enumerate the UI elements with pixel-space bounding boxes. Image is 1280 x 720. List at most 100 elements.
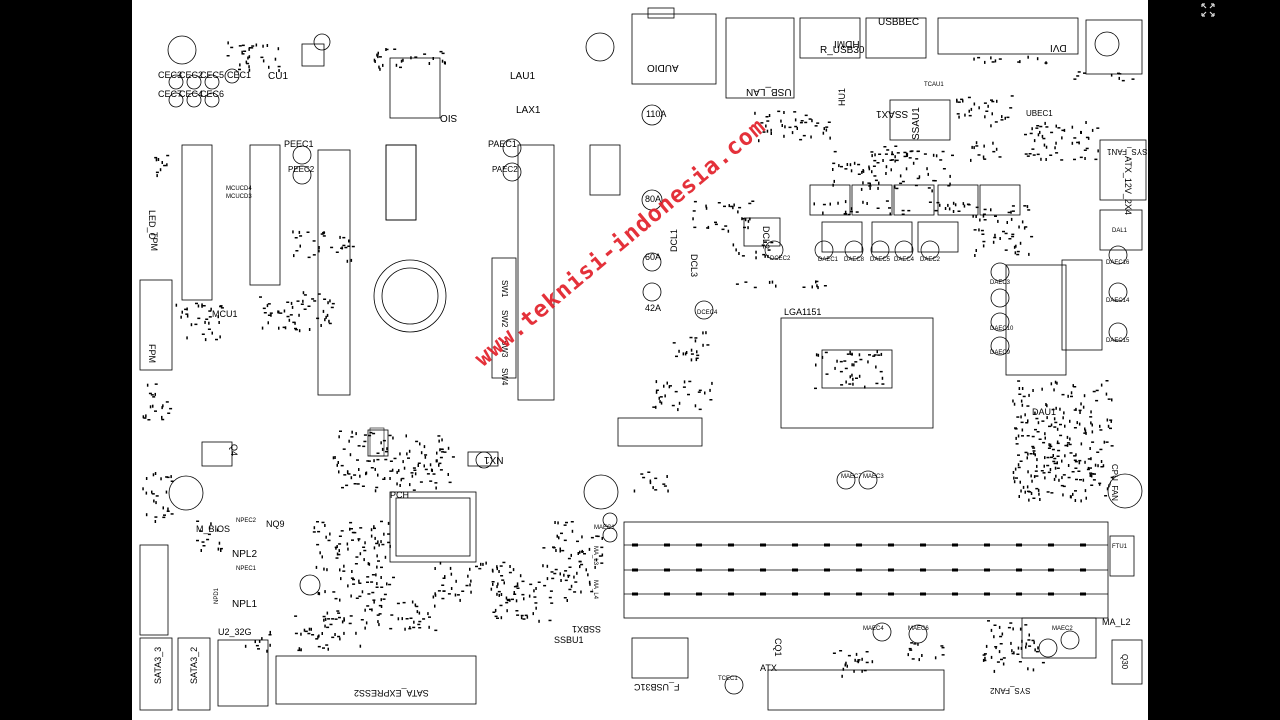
smd-pad	[455, 579, 457, 583]
smd-pad	[851, 373, 853, 377]
smd-pad	[269, 630, 271, 634]
smd-pad	[1004, 232, 1008, 235]
smd-pad	[441, 451, 445, 453]
smd-pad	[202, 305, 206, 307]
smd-pad	[962, 202, 965, 206]
label-110a: 110A	[646, 109, 667, 119]
smd-pad	[1080, 499, 1082, 503]
smd-pad	[409, 617, 413, 619]
smd-pad	[840, 165, 843, 168]
label-paec2: PAEC2	[492, 165, 518, 174]
smd-pad	[1037, 646, 1039, 650]
smd-pad	[1092, 479, 1096, 481]
smd-pad	[248, 47, 250, 51]
smd-pad	[1031, 148, 1035, 150]
smd-pad	[220, 549, 222, 552]
smd-pad	[975, 215, 977, 218]
smd-pad	[470, 590, 472, 594]
dimm-pin	[1080, 592, 1086, 596]
smd-pad	[678, 349, 680, 353]
smd-pad	[1034, 411, 1036, 415]
smd-pad	[1012, 399, 1014, 403]
smd-pad	[267, 314, 271, 316]
smd-pad	[869, 182, 871, 186]
dimm-pin	[1016, 568, 1022, 572]
label-cq1: CQ1	[773, 638, 783, 657]
smd-pad	[1046, 416, 1048, 420]
smd-pad	[775, 284, 777, 288]
smd-pad	[1036, 125, 1040, 127]
smd-pad	[266, 44, 269, 47]
smd-pad	[1070, 395, 1073, 398]
smd-pad	[353, 474, 357, 476]
smd-pad	[248, 68, 251, 72]
smd-pad	[767, 249, 771, 251]
smd-pad	[696, 350, 698, 354]
smd-pad	[1041, 387, 1043, 391]
smd-pad	[330, 246, 334, 249]
dimm-pin	[856, 592, 862, 596]
smd-pad	[987, 620, 990, 622]
smd-pad	[1027, 55, 1029, 59]
smd-pad	[441, 438, 443, 442]
smd-pad	[294, 328, 298, 331]
smd-pad	[331, 636, 335, 639]
smd-pad	[933, 180, 937, 182]
smd-pad	[312, 254, 316, 256]
smd-pad	[246, 62, 250, 65]
smd-pad	[804, 114, 808, 117]
smd-pad	[393, 48, 397, 50]
smd-pad	[542, 547, 546, 549]
smd-pad	[400, 478, 402, 482]
smd-pad	[402, 460, 404, 464]
smd-pad	[386, 582, 388, 586]
smd-pad	[439, 448, 441, 452]
smd-pad	[870, 151, 874, 153]
smd-pad	[266, 649, 268, 653]
smd-pad	[838, 164, 840, 168]
smd-pad	[585, 568, 587, 572]
smd-pad	[238, 45, 242, 47]
smd-pad	[200, 549, 202, 552]
smd-pad	[963, 204, 966, 208]
smd-pad	[1082, 405, 1085, 409]
smd-pad	[655, 380, 658, 384]
smd-pad	[743, 226, 746, 229]
smd-pad	[323, 618, 325, 622]
smd-pad	[1067, 394, 1069, 398]
smd-pad	[361, 590, 364, 594]
smd-pad	[567, 574, 571, 577]
dimm-pin	[792, 543, 798, 547]
smd-pad	[241, 50, 243, 54]
smd-pad	[345, 484, 349, 487]
smd-pad	[360, 619, 364, 621]
smd-pad	[437, 590, 441, 592]
expand-arrows-icon[interactable]	[1200, 2, 1216, 18]
smd-pad	[506, 609, 508, 613]
smd-pad	[335, 251, 339, 253]
smd-pad	[660, 401, 663, 405]
smd-pad	[822, 211, 824, 215]
smd-pad	[839, 370, 843, 373]
smd-pad	[1040, 470, 1044, 472]
schematic-sheet[interactable]: AUDIO USB_LAN HDMI R_USB30 USBBEC DVI CU…	[132, 0, 1148, 720]
smd-pad	[1023, 205, 1027, 207]
smd-pad	[832, 162, 836, 165]
smd-pad	[475, 565, 478, 568]
label-cec4: CEC4	[179, 89, 204, 99]
smd-pad	[723, 205, 726, 208]
smd-pad	[1090, 457, 1092, 461]
smd-pad	[702, 343, 704, 347]
mounting-hole	[168, 475, 204, 511]
smd-pad	[390, 614, 394, 616]
label-f-usb31c: F_USB31C	[634, 682, 680, 692]
smd-pad	[941, 150, 945, 153]
smd-pad	[1019, 241, 1022, 245]
smd-pad	[855, 377, 858, 379]
smd-pad	[1036, 431, 1040, 433]
smd-pad	[1010, 217, 1013, 221]
smd-pad	[142, 415, 145, 419]
smd-pad	[451, 456, 455, 458]
smd-pad	[513, 593, 517, 595]
label-cec5: CEC5	[200, 70, 225, 80]
